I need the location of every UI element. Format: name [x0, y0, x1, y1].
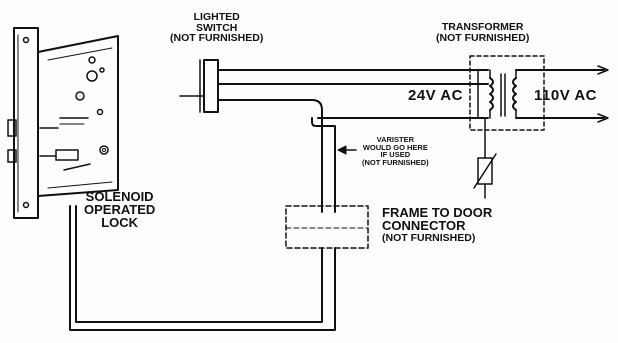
lighted-switch-line-3: (NOT FURNISHED)	[170, 32, 264, 44]
lighted-switch	[179, 59, 219, 113]
lock-label: SOLENOID OPERATED LOCK	[84, 190, 155, 229]
transformer-line-1: TRANSFORMER	[441, 21, 524, 33]
transformer-label: TRANSFORMER (NOT FURNISHED)	[436, 22, 529, 43]
varistor-line-1: VARISTER	[376, 135, 415, 144]
varistor-label: VARISTER WOULD GO HERE IF USED (NOT FURN…	[362, 136, 429, 166]
lighted-switch-line-2: SWITCH	[195, 21, 238, 34]
frame-door-connector	[285, 205, 369, 249]
lock-line-1: SOLENOID	[85, 189, 154, 204]
voltage-110v-label: 110V AC	[534, 87, 597, 104]
connector-line-1: FRAME TO DOOR	[382, 205, 493, 220]
varistor-line-2: WOULD GO HERE	[362, 142, 428, 152]
connector-line-3: (NOT FURNISHED)	[382, 232, 476, 244]
wire-to-connector-b	[311, 117, 336, 213]
lock-faceplate	[13, 27, 39, 219]
varistor-line-4: (NOT FURNISHED)	[362, 157, 429, 167]
lock-lead-outer	[69, 205, 336, 331]
transformer-line-2: (NOT FURNISHED)	[436, 31, 530, 44]
wire-to-connector-a	[217, 99, 323, 213]
varistor-line-3: IF USED	[380, 150, 411, 159]
varistor	[473, 117, 497, 199]
connector-line-2: CONNECTOR	[382, 218, 466, 233]
lock-case	[37, 35, 119, 197]
voltage-24v-label: 24V AC	[408, 87, 463, 104]
lighted-switch-label: LIGHTED SWITCH (NOT FURNISHED)	[170, 12, 263, 44]
lock-line-3: LOCK	[101, 215, 139, 230]
lock-lead-inner	[75, 205, 323, 323]
connector-label: FRAME TO DOOR CONNECTOR (NOT FURNISHED)	[382, 206, 492, 244]
lock-line-2: OPERATED	[84, 202, 156, 217]
solenoid-lock	[7, 27, 119, 219]
transformer	[469, 55, 545, 131]
lighted-switch-line-1: LIGHTED	[193, 11, 240, 23]
